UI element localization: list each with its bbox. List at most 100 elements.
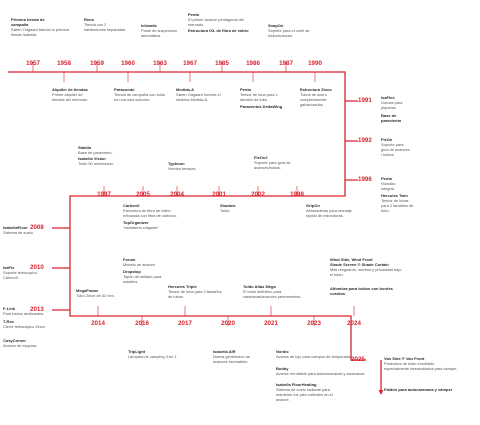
event-title: GripOn <box>306 203 320 208</box>
event-title-2: Base de paraviento <box>381 113 402 124</box>
event-1990: Estructura Zinox Tubos de acero completa… <box>300 87 346 107</box>
event-2024-alfombra: Alfombra para toldos con bordes cosidos <box>330 286 394 296</box>
year-label: 2016 <box>135 320 149 327</box>
event-title: IsaFlex <box>381 95 395 100</box>
event-2010: IsaFix Soporte telescópico CarbonX. <box>3 265 39 280</box>
year-label: 2002 <box>251 191 265 198</box>
year-label: 2023 <box>307 320 321 327</box>
event-title: Toldo Atlas Mega <box>243 284 276 289</box>
event-2001: Shadow Toldo. <box>220 203 235 213</box>
event-2008: IsabellaFloor Sistema de suelo. <box>3 225 34 235</box>
event-1992: FixOn Soporte para guía de avances / tol… <box>381 137 411 157</box>
event-title-2: Shade Screen ® Shade Curtain <box>330 262 389 268</box>
event-title: Stabilo <box>78 145 92 150</box>
event-1963: Iclimatic Poste de suspensión automática… <box>141 23 189 38</box>
event-desc: Para toldos deslizantes. <box>3 311 45 317</box>
event-2024-windside: Wind Side, Wind Front Shade Screen ® Sha… <box>330 257 402 277</box>
event-desc-2: Más resguardo, sombra y privacidad bajo … <box>330 267 402 278</box>
event-1985: Penta El primer avance pentagonal del me… <box>188 12 258 33</box>
event-title: Penta <box>240 87 251 92</box>
event-title: Wind Side, Wind Front <box>330 257 373 262</box>
event-desc-2: Tensor de lonas para 2 tamaños de tubo. <box>381 198 414 214</box>
event-title-2: T-Rex <box>3 319 14 325</box>
year-label: 1991 <box>358 97 372 104</box>
event-desc: Abrazaderas para montaje rápido de estru… <box>306 208 352 219</box>
event-2005: CarbonX Estructura de fibra de vidrio re… <box>123 203 185 230</box>
event-desc: Soporte para guía de avances/toldos. <box>254 160 291 171</box>
year-label: 2021 <box>264 320 278 327</box>
event-desc: Tienda con 2 habitaciones separadas. <box>84 22 127 33</box>
event-1958: Alquiler de tiendas Primer alquiler de t… <box>52 87 92 102</box>
year-label: 1985 <box>215 60 229 67</box>
year-label: 2001 <box>212 191 226 198</box>
event-title: Faldón para autocaravana y cámper <box>384 387 453 392</box>
event-1967: Medida-A Søren Odgaard inventa el sistem… <box>176 87 228 102</box>
event-desc: El primer avance pentagonal del mercado. <box>188 17 244 28</box>
event-2014: MegaFrame Tubo Zinox de 32 mm. <box>76 288 115 298</box>
event-desc: Vientos tenaces. <box>168 166 197 172</box>
event-2025-vanside: Van Side ® Van Front Productos de toldo … <box>384 356 458 371</box>
event-1991: IsaFlex Gomas para piquetas. Base de par… <box>381 95 413 123</box>
event-title: Estructura Zinox <box>300 87 332 92</box>
year-label: 2025 <box>351 356 365 363</box>
event-2025-faldon: Faldón para autocaravana y cámper <box>384 387 454 392</box>
event-desc: Søren Odgaard inventa el sistema Medida-… <box>176 92 221 103</box>
year-label: 2010 <box>30 264 44 271</box>
event-desc: Estructura de fibra de vidrio reforzada … <box>123 208 178 219</box>
event-1957: Primera tienda de campaña Søren Odgaard … <box>11 17 73 37</box>
year-label: 2005 <box>136 191 150 198</box>
year-label: 1990 <box>308 60 322 67</box>
event-title: MegaFrame <box>76 288 99 293</box>
event-1987: SnapOn Soporte para el carril de toldo/a… <box>268 23 328 38</box>
year-label: 1963 <box>153 60 167 67</box>
event-title: Primera tienda de campaña <box>11 17 45 28</box>
year-label: 2008 <box>30 224 44 231</box>
event-title: Buddy <box>276 366 289 371</box>
event-title: Penta <box>381 176 392 181</box>
event-desc: Voladizo integral. <box>381 181 396 192</box>
timeline-branch-1991-1996 <box>345 100 358 181</box>
event-title-2: Paraventos DeltaWing <box>240 104 283 110</box>
event-2023-nordic: Nordic Avance de lujo para campos de tem… <box>276 349 351 359</box>
event-desc: Avance de lujo para campos de temporada. <box>276 354 352 360</box>
event-desc: Nueva generación de avances hinchables. <box>213 354 250 365</box>
event-title: FixOn <box>381 137 393 142</box>
event-desc: Soporte para el carril de toldo/avances. <box>268 28 310 39</box>
event-desc: Poste de suspensión automática. <box>141 28 178 39</box>
year-label: 1960 <box>121 60 135 67</box>
event-title: CosyCorner <box>3 338 26 343</box>
event-title: Alfombra para toldos con bordes cosidos <box>330 286 393 297</box>
event-title: Paracombi <box>114 87 135 92</box>
event-title: Alquiler de tiendas <box>52 87 88 92</box>
year-label: 1957 <box>26 60 40 67</box>
year-label: 2004 <box>170 191 184 198</box>
year-label: 2017 <box>178 320 192 327</box>
event-1959: Reno Tienda con 2 habitaciones separadas… <box>84 17 128 32</box>
event-desc: Tubo Zinox de 32 mm. <box>76 293 115 299</box>
event-desc: Base de paraviento. <box>78 150 113 156</box>
event-desc: Sistema de suelo. <box>3 230 34 236</box>
year-label: 1992 <box>358 137 372 144</box>
event-desc: Toldo. <box>220 208 231 214</box>
event-desc: Sistema de suelo radiante para mantener … <box>276 387 333 403</box>
event-2020: Isabella AIR Nueva generación de avances… <box>213 349 265 364</box>
event-title: IsabellaFloor <box>3 225 28 230</box>
year-label: 1959 <box>90 60 104 67</box>
event-title-2: Isabella Vision <box>78 156 106 162</box>
year-label: 2013 <box>30 306 44 313</box>
event-desc: Gomas para piquetas. <box>381 100 403 111</box>
event-title: F-Link <box>3 306 15 311</box>
event-title: Penta <box>188 12 199 17</box>
event-2007: Stabilo Base de paraviento. Isabella Vis… <box>78 145 114 166</box>
event-2023-floorheating: Isabella FloorHeating Sistema de suelo r… <box>276 382 342 402</box>
year-label: 1967 <box>183 60 197 67</box>
year-label: 1997 <box>97 191 111 198</box>
event-desc-2: Toldo 50 aniversario. <box>78 161 114 167</box>
event-1960: Paracombi Tienda de campaña con toldo en… <box>114 87 166 102</box>
year-label: 1987 <box>279 60 293 67</box>
year-label: 2024 <box>347 320 361 327</box>
event-title: Isabella AIR <box>213 349 236 354</box>
event-title: Medida-A <box>176 87 194 92</box>
event-2023-buddy: Buddy Avance enrollable para autocaravan… <box>276 366 365 376</box>
